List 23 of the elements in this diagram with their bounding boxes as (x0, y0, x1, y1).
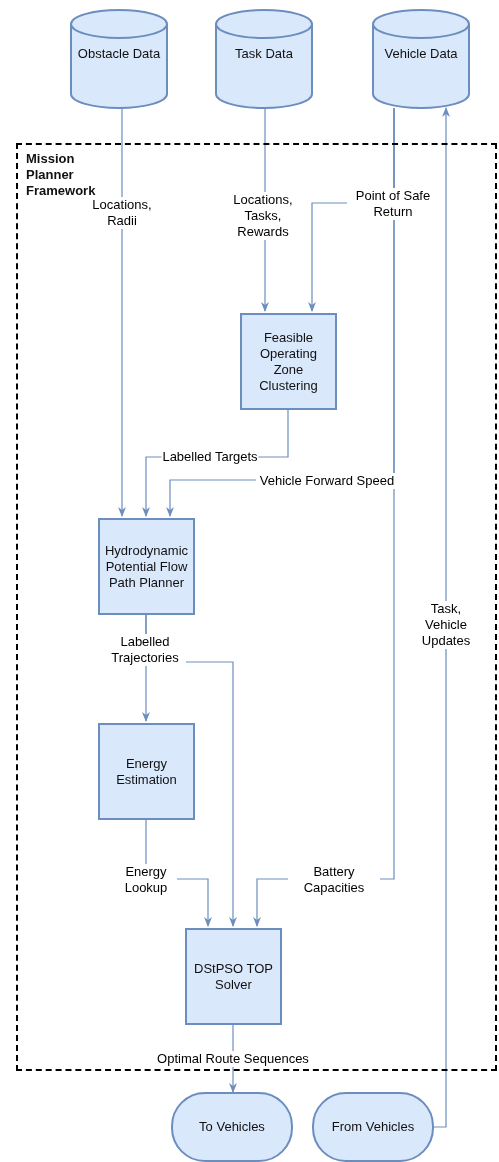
edge-label: Labelled Targets (161, 449, 259, 465)
process-box (240, 313, 337, 410)
edge-label: Optimal Route Sequences (156, 1051, 310, 1067)
node-label: Energy Estimation (115, 755, 178, 788)
node-label: From Vehicles (331, 1119, 415, 1135)
database-cylinder (215, 10, 313, 108)
process-box (185, 928, 282, 1025)
node-label: Vehicle Data (384, 46, 458, 62)
database-cylinder (70, 10, 168, 108)
process-box (98, 723, 195, 820)
node-label: Obstacle Data (77, 46, 161, 62)
node-label: To Vehicles (199, 1119, 265, 1135)
node-label: DStPSO TOP Solver (193, 960, 274, 993)
arrow (118, 107, 126, 517)
process-box (98, 518, 195, 615)
edge-label: Battery Capacities (288, 864, 380, 896)
database-cylinder (372, 10, 470, 108)
group-title: Mission Planner Framework (26, 151, 97, 199)
node-label: Hydrodynamic Potential Flow Path Planner (103, 542, 190, 591)
node-label: Task Data (235, 46, 293, 62)
node-label: Feasible Operating Zone Clustering (258, 329, 319, 394)
arrow (433, 107, 450, 1128)
edge-label: Vehicle Forward Speed (256, 473, 398, 489)
